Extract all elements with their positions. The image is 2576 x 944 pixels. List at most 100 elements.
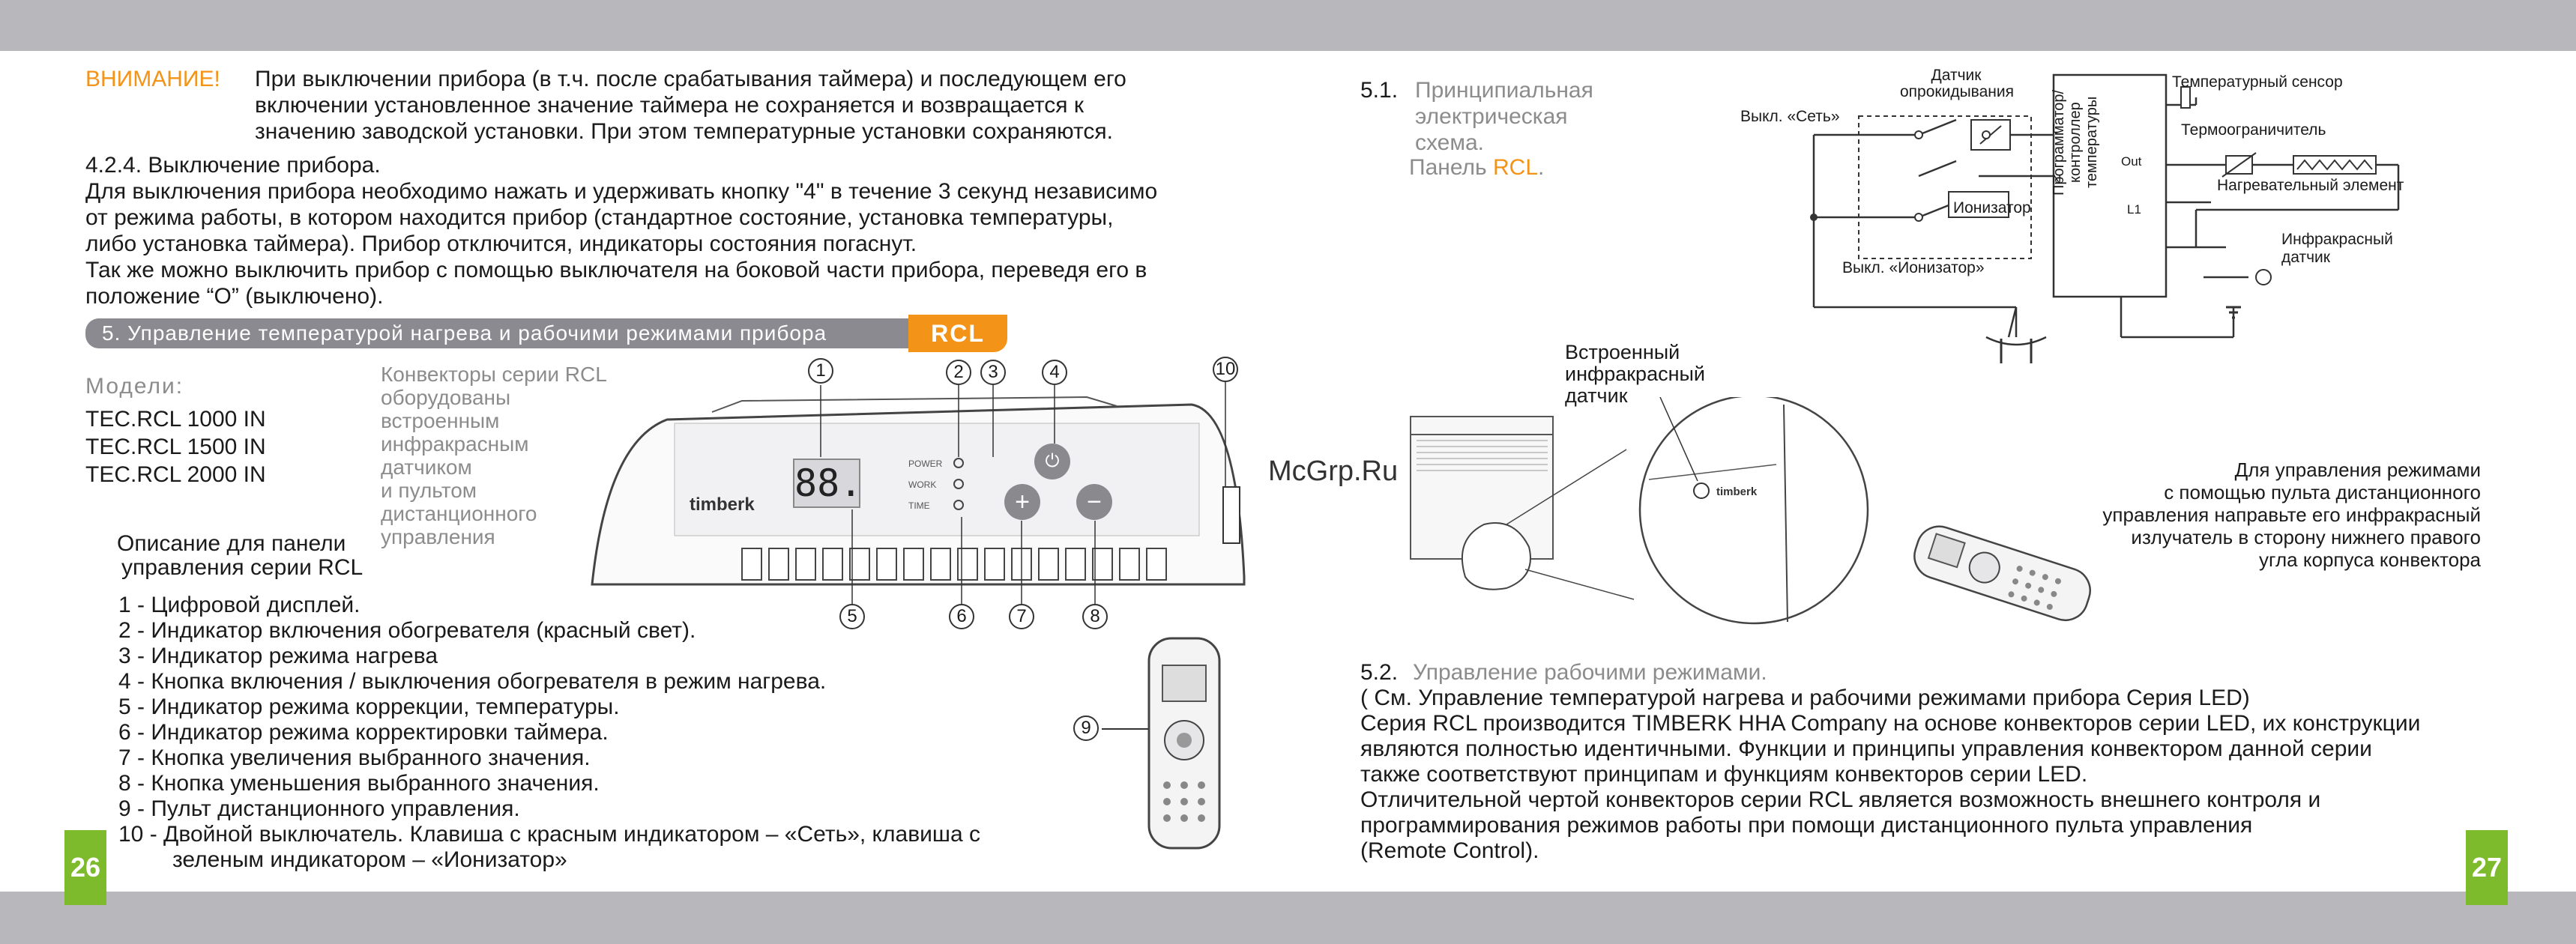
callout-2: 2 — [946, 360, 971, 385]
panel-desc-title-1: Описание для панели — [117, 531, 346, 556]
builtin-sensor-line-3: датчик — [1565, 384, 1628, 407]
label-ir-sensor: Инфракрасный датчик — [2281, 231, 2393, 266]
warning-line-3: значению заводской установки. При этом т… — [255, 119, 1113, 144]
magnified-brand-logo: timberk — [1716, 485, 1758, 498]
models-note-3: встроенным — [381, 409, 500, 432]
warning-label: ВНИМАНИЕ! — [85, 67, 220, 91]
electrical-schematic — [1810, 73, 2400, 363]
brand-logo: timberk — [690, 494, 755, 515]
power-button[interactable]: ⏻ — [1034, 444, 1070, 479]
remote-hint-line-4: излучатель в сторону нижнего правого — [2131, 526, 2481, 548]
section-51-line-3: схема. — [1415, 130, 1484, 155]
panel-item-6: 6 - Индикатор режима корректировки тайме… — [118, 720, 609, 745]
label-ionizer: Ионизатор — [1953, 199, 2031, 217]
models-note-5: датчиком — [381, 456, 472, 479]
models-label: Модели: — [85, 374, 184, 399]
panel-suffix: . — [1538, 155, 1545, 180]
callout-9-leader — [1102, 728, 1148, 730]
panel-item-10: 10 - Двойной выключатель. Клавиша с крас… — [118, 822, 980, 847]
panel-item-7: 7 - Кнопка увеличения выбранного значени… — [118, 745, 591, 770]
section-51-line-1: Принципиальная — [1415, 78, 1593, 103]
panel-item-10-cont: зеленым индикатором – «Ионизатор» — [172, 847, 567, 872]
section-51-line-2: электрическая — [1415, 104, 1568, 129]
section-424-line-1: Для выключения прибора необходимо нажать… — [85, 179, 1158, 204]
model-item-3: TEC.RCL 2000 IN — [85, 462, 266, 487]
callout-4: 4 — [1042, 360, 1067, 385]
section-52-line-3: являются полностью идентичными. Функции … — [1360, 736, 2372, 761]
section-52-num: 5.2. — [1360, 660, 1399, 685]
warning-line-1: При выключении прибора (в т.ч. после сра… — [255, 67, 1126, 91]
label-thermo-limiter: Термоограничитель — [2181, 121, 2326, 139]
section-424-line-5: положение “О” (выключено). — [85, 284, 384, 309]
remote-angled-drawing — [1913, 525, 2091, 622]
panel-item-8: 8 - Кнопка уменьшения выбранного значени… — [118, 771, 600, 796]
digital-display: 88. — [793, 459, 862, 508]
panel-item-9: 9 - Пульт дистанционного управления. — [118, 796, 520, 821]
indicator-power-label: POWER — [908, 459, 943, 469]
section-51-num: 5.1. — [1360, 78, 1399, 103]
models-note-7: дистанционного — [381, 502, 537, 525]
models-note-1: Конвекторы серии RCL — [381, 363, 607, 386]
indicator-time-label: TIME — [908, 500, 930, 511]
section-424-line-2: от режима работы, в котором находится пр… — [85, 205, 1114, 230]
section-52-title: Управление рабочими режимами. — [1413, 660, 1767, 685]
callout-9: 9 — [1073, 715, 1099, 741]
page-number-left: 26 — [64, 830, 106, 905]
label-pin-out: Out — [2121, 154, 2142, 169]
watermark: McGrp.Ru — [1268, 456, 1399, 487]
label-pin-n: N — [2052, 172, 2062, 187]
callout-1: 1 — [808, 358, 833, 384]
section-52-line-2: Серия RCL производится TIMBERK HHA Compa… — [1360, 711, 2421, 736]
indicator-power-led — [953, 458, 964, 468]
panel-desc-title-2: управления серии RCL — [121, 555, 364, 580]
label-ionizer-switch: Выкл. «Ионизатор» — [1842, 259, 1985, 276]
callout-8: 8 — [1082, 604, 1108, 629]
section-424-line-3: либо установка таймера). Прибор отключит… — [85, 232, 917, 256]
builtin-sensor-line-1: Встроенный — [1565, 341, 1680, 363]
section-52-line-1: ( См. Управление температурой нагрева и … — [1360, 686, 2250, 710]
callout-7: 7 — [1009, 604, 1034, 629]
label-temp-sensor: Температурный сенсор — [2172, 73, 2343, 91]
bottom-band — [0, 892, 2576, 944]
panel-item-1: 1 - Цифровой дисплей. — [118, 593, 361, 617]
label-pin-l: L — [2052, 121, 2060, 136]
section-52-line-7: (Remote Control). — [1360, 838, 1539, 863]
section-52-line-6: программирования режимов работы при помо… — [1360, 813, 2253, 838]
minus-button[interactable]: − — [1076, 484, 1112, 520]
label-heater: Нагревательный элемент — [2217, 177, 2404, 194]
section-5-tag: RCL — [908, 315, 1007, 352]
remote-hint-line-5: угла корпуса конвектора — [2259, 548, 2481, 571]
control-panel-drawing — [591, 396, 1246, 586]
models-note-4: инфракрасным — [381, 432, 529, 456]
section-5-title: 5. Управление температурой нагрева и раб… — [102, 321, 827, 345]
callout-6: 6 — [949, 604, 974, 629]
indicator-work-led — [953, 479, 964, 489]
models-note-2: оборудованы — [381, 386, 511, 409]
top-band — [0, 0, 2576, 51]
section-424-title: 4.2.4. Выключение прибора. — [85, 153, 381, 178]
plus-button[interactable]: + — [1004, 484, 1040, 520]
section-5-bar: 5. Управление температурой нагрева и раб… — [85, 318, 908, 348]
models-note-8: управления — [381, 525, 495, 548]
builtin-sensor-line-2: инфракрасный — [1565, 363, 1705, 385]
callout-3: 3 — [980, 360, 1006, 385]
section-51-panel: Панель RCL. — [1409, 154, 1544, 181]
models-note-6: и пультом — [381, 479, 477, 502]
remote-hint-line-3: управления направьте его инфракрасный — [2102, 503, 2481, 526]
remote-hint-line-1: Для управления режимами — [2234, 459, 2481, 481]
label-tip-sensor: Датчик опрокидывания — [1900, 67, 2014, 100]
panel-item-5: 5 - Индикатор режима коррекции, температ… — [118, 695, 620, 719]
remote-control-drawing — [1147, 637, 1221, 850]
callout-5: 5 — [839, 604, 865, 629]
panel-name: RCL — [1492, 155, 1538, 180]
page-number-right: 27 — [2466, 830, 2508, 905]
model-item-1: TEC.RCL 1000 IN — [85, 407, 266, 432]
label-programmer: Программатор/ контроллер температуры — [2051, 89, 2100, 196]
panel-prefix: Панель — [1409, 155, 1493, 180]
callout-leaders — [820, 382, 1226, 604]
section-52-line-4: также соответствуют принципам и функциям… — [1360, 762, 2088, 787]
indicator-time-led — [953, 500, 964, 510]
warning-line-2: включении установленное значение таймера… — [255, 93, 1085, 118]
label-pin-l1: L1 — [2127, 202, 2141, 217]
model-item-2: TEC.RCL 1500 IN — [85, 435, 266, 459]
